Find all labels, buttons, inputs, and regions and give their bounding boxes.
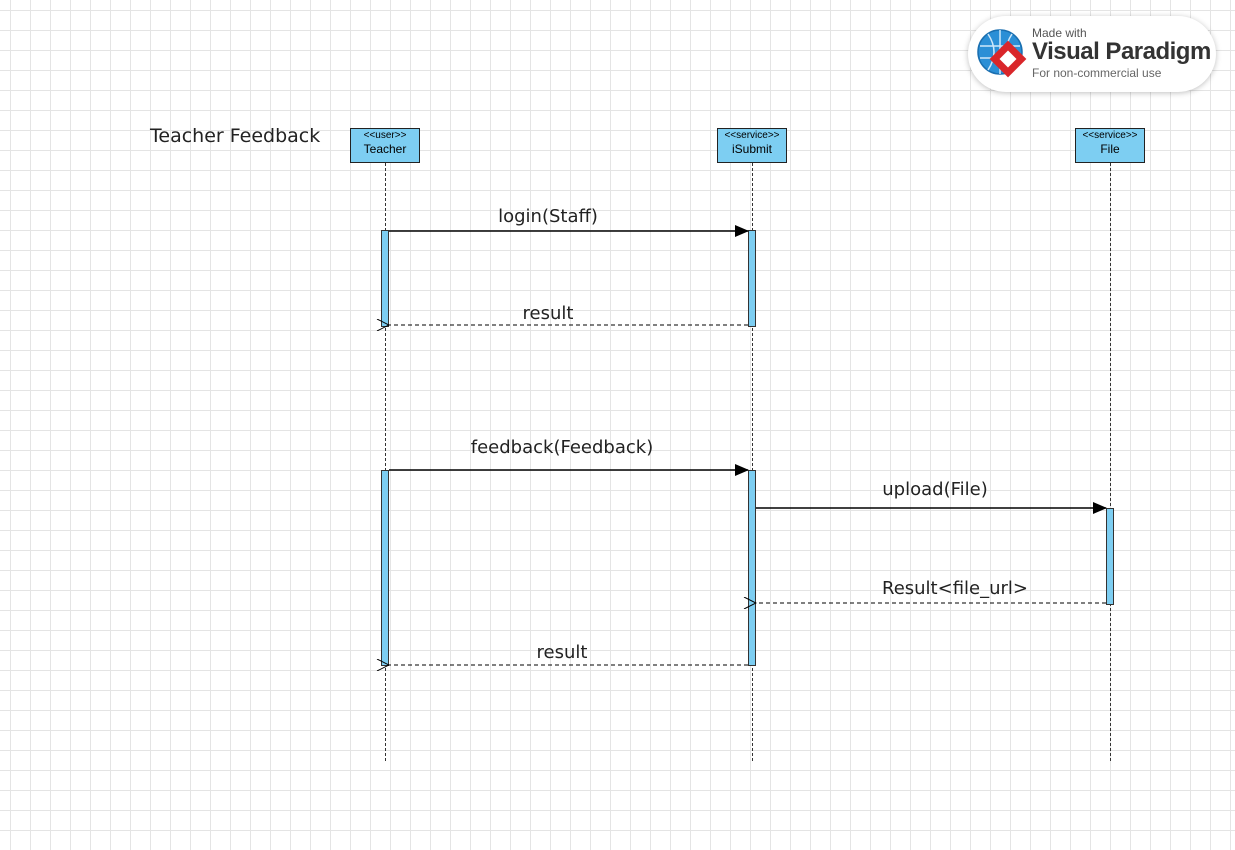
activation-bar-isubmit-1[interactable] <box>748 230 756 327</box>
visual-paradigm-watermark: Made with Visual Paradigm For non-commer… <box>968 16 1216 92</box>
message-label-result: result <box>522 303 574 324</box>
lifeline-line-file <box>1110 163 1111 761</box>
lifeline-line-isubmit <box>752 163 753 761</box>
message-label-login: login(Staff) <box>498 206 598 227</box>
lifeline-name: File <box>1100 142 1120 156</box>
message-label-feedback: feedback(Feedback) <box>470 437 654 458</box>
message-label-result-file-url: Result<file_url> <box>881 578 1029 599</box>
lifeline-isubmit[interactable]: <<service>> iSubmit <box>717 128 787 163</box>
message-label-result: result <box>536 642 588 663</box>
lifeline-line-teacher <box>385 163 386 761</box>
lifeline-name: iSubmit <box>731 142 772 156</box>
lifeline-stereotype: <<service>> <box>724 130 780 141</box>
visual-paradigm-logo-icon <box>977 29 1027 78</box>
lifeline-teacher[interactable]: <<user>> Teacher <box>350 128 420 163</box>
activation-bar-isubmit-2[interactable] <box>748 470 756 666</box>
lifeline-stereotype: <<user>> <box>363 130 407 141</box>
watermark-made-with: Made with <box>1032 26 1087 40</box>
lifeline-stereotype: <<service>> <box>1082 130 1138 141</box>
lifeline-name: Teacher <box>363 142 407 156</box>
diagram-title: Teacher Feedback <box>150 125 321 147</box>
lifeline-file[interactable]: <<service>> File <box>1075 128 1145 163</box>
activation-bar-file-1[interactable] <box>1106 508 1114 605</box>
message-label-upload: upload(File) <box>882 479 988 500</box>
watermark-brand: Visual Paradigm <box>1032 38 1211 65</box>
watermark-note: For non-commercial use <box>1032 66 1162 80</box>
